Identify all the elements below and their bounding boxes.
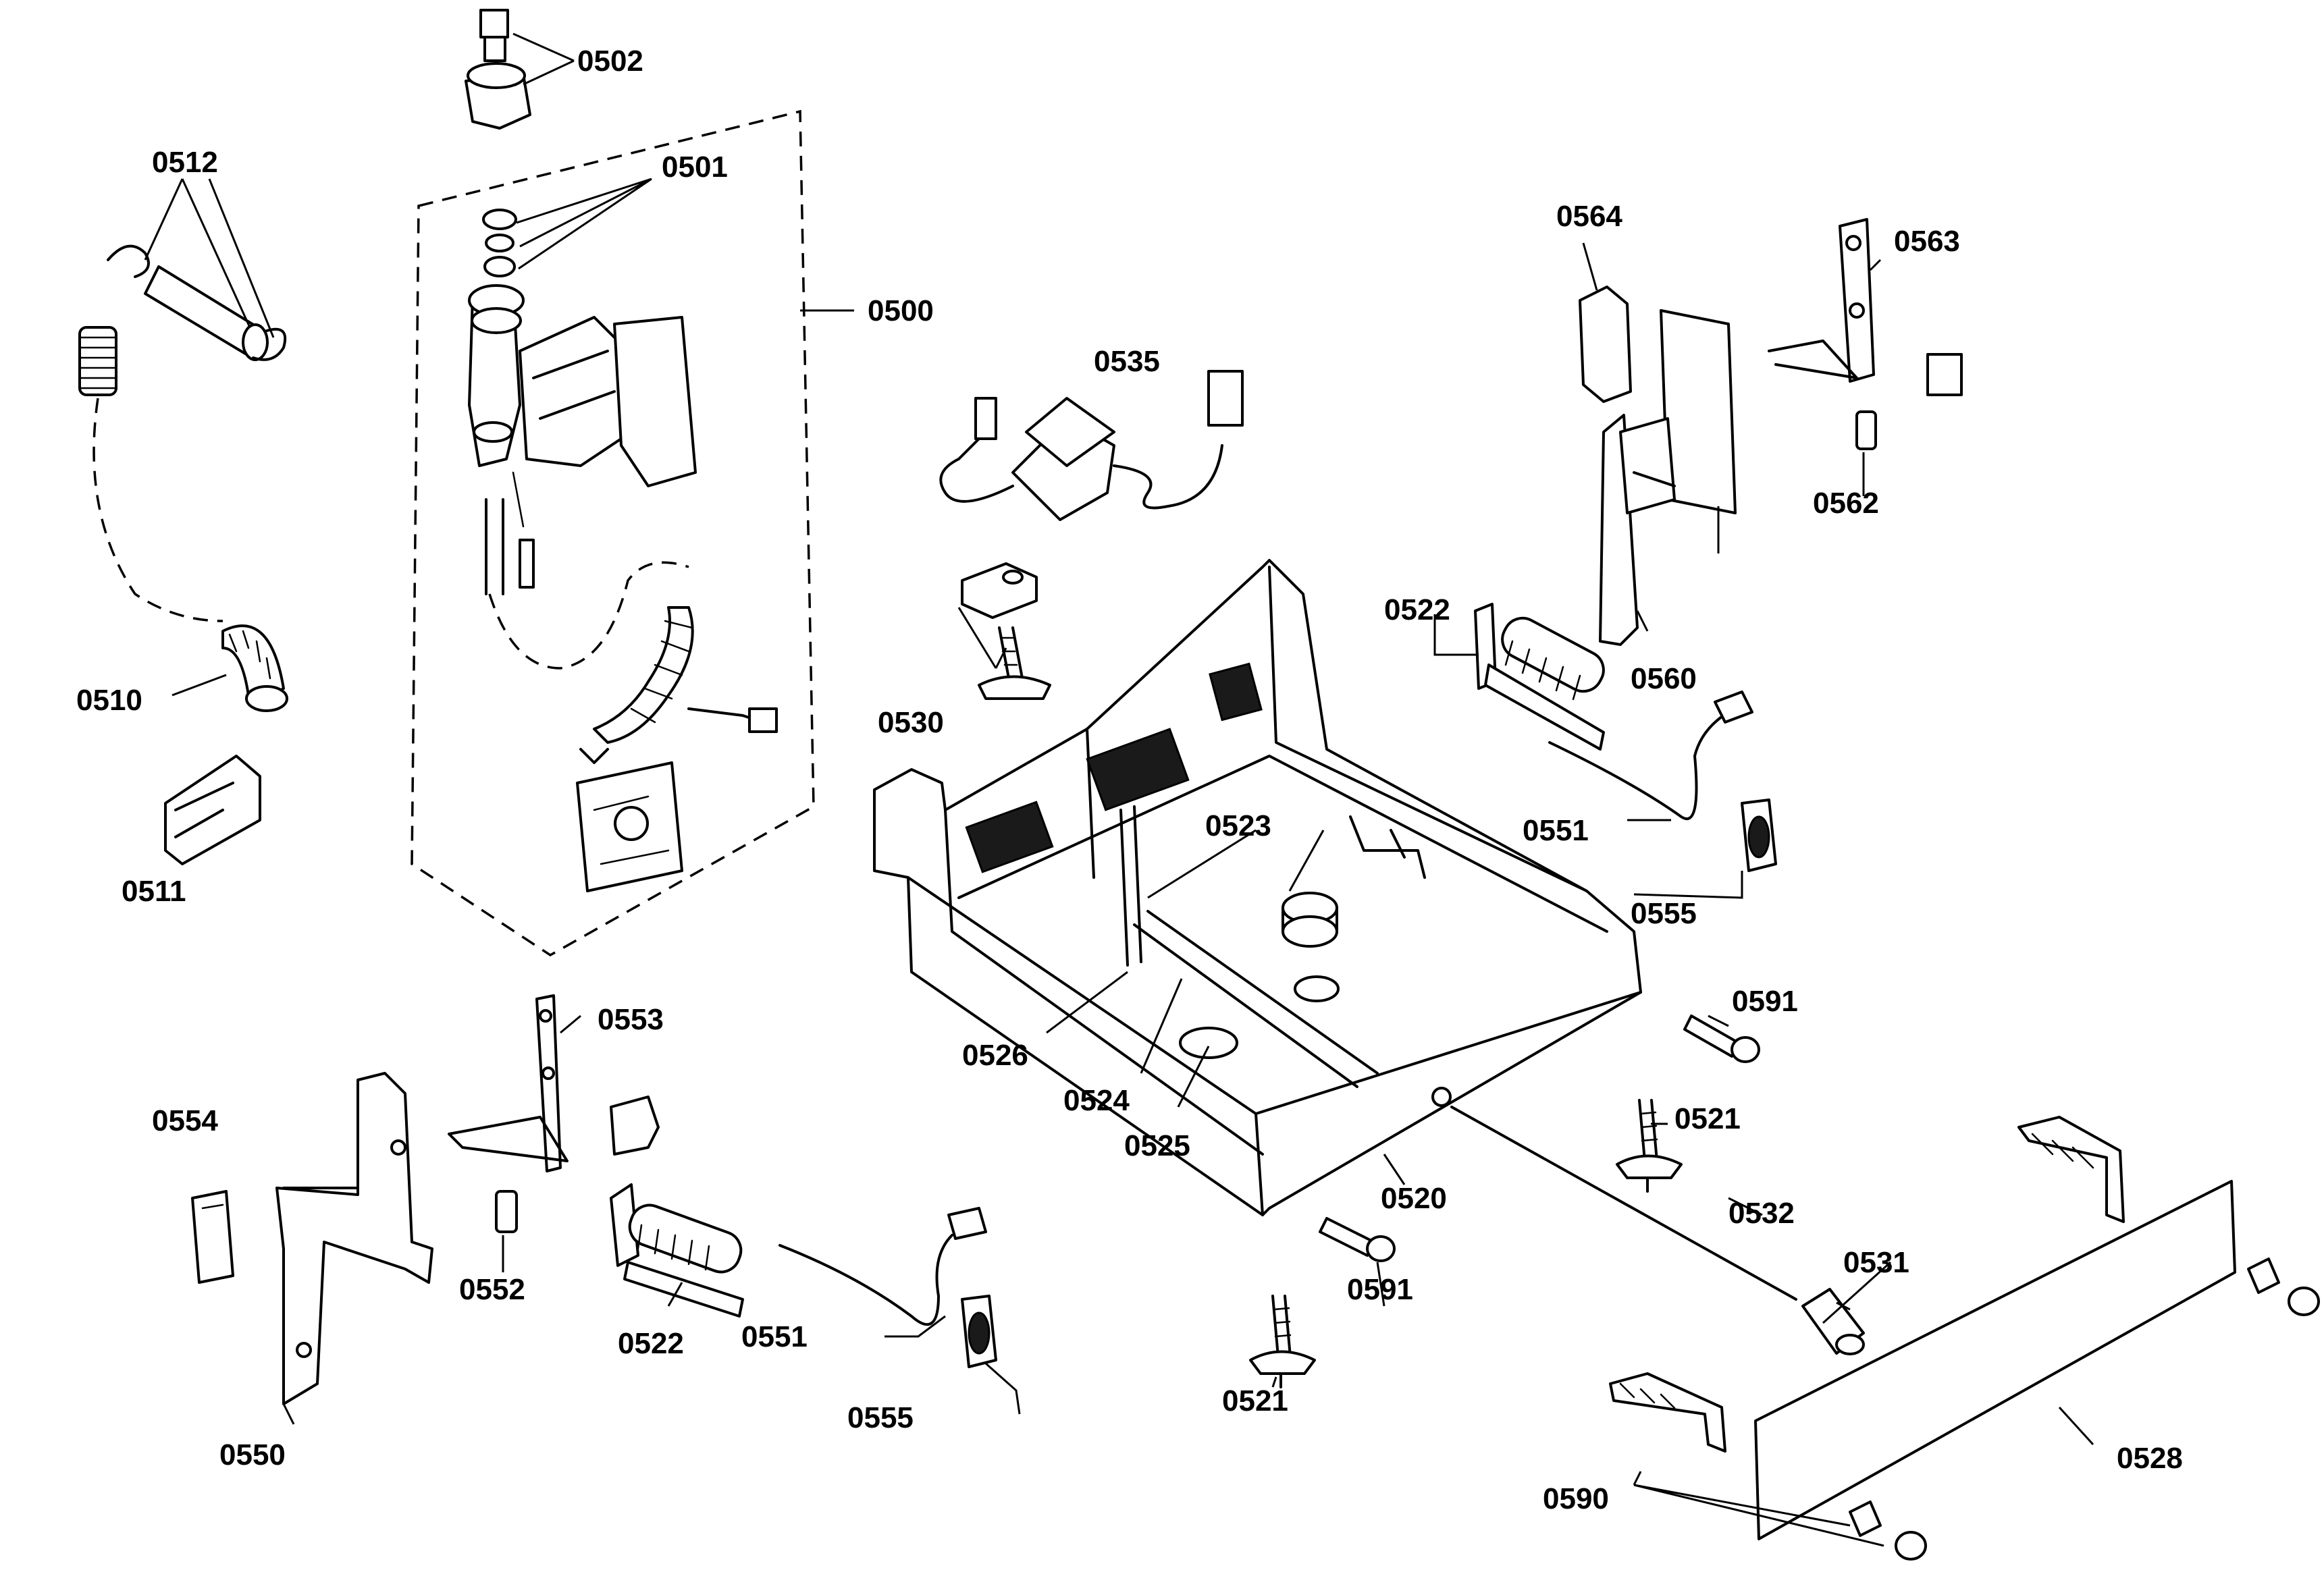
callout-0532: 0532	[1728, 1197, 1795, 1230]
callout-0554: 0554	[152, 1104, 218, 1137]
callout-0502: 0502	[577, 45, 643, 78]
hose-0510	[221, 624, 288, 712]
inlet-valve-assembly-group	[411, 109, 815, 957]
callout-0520: 0520	[1381, 1182, 1447, 1215]
callout-0526: 0526	[962, 1039, 1028, 1072]
callout-0530: 0530	[878, 706, 944, 739]
bracket-0564	[1579, 286, 1632, 403]
knob-0531	[1801, 1288, 1865, 1355]
cover-0511	[164, 755, 261, 865]
callout-0512: 0512	[152, 146, 218, 179]
callout-0522-left: 0522	[618, 1327, 684, 1360]
callout-0555-left: 0555	[847, 1401, 914, 1434]
bracket-0563	[1768, 218, 1963, 396]
spring-holder-0522-left	[610, 1183, 744, 1318]
bracket-0590	[1609, 1257, 2320, 1561]
cable-0551-right	[1548, 691, 1753, 821]
callout-0523: 0523	[1205, 809, 1271, 842]
part-0554	[191, 1190, 234, 1284]
callout-0501: 0501	[662, 151, 728, 184]
callout-0525: 0525	[1124, 1129, 1190, 1162]
callout-0551-left: 0551	[741, 1320, 808, 1353]
spring-coil	[78, 326, 223, 622]
screw-0591-left	[1319, 1217, 1396, 1262]
callout-0553: 0553	[598, 1003, 664, 1036]
bracket-0553	[448, 994, 660, 1172]
callout-0552: 0552	[459, 1273, 525, 1306]
cable-harness-0535	[939, 370, 1244, 521]
callout-0563: 0563	[1894, 225, 1960, 258]
kick-panel-0528	[1754, 1116, 2236, 1540]
cable-0551-left	[778, 1207, 987, 1326]
callout-0521-left: 0521	[1222, 1384, 1288, 1417]
leader-lines	[144, 32, 2094, 1547]
callout-0555-right: 0555	[1631, 897, 1697, 930]
callout-0521-right: 0521	[1674, 1102, 1741, 1135]
clip-0562	[1855, 410, 1877, 450]
switch-0555-right	[1741, 798, 1777, 872]
fitting-0502	[465, 9, 531, 130]
callout-0564: 0564	[1556, 200, 1622, 233]
callout-0500: 0500	[868, 294, 934, 327]
foot-0521-left	[1249, 1295, 1316, 1388]
hose-0512	[107, 244, 287, 361]
callout-0591-right: 0591	[1732, 985, 1798, 1018]
callout-0511: 0511	[122, 875, 186, 908]
foot-0530	[961, 562, 1051, 700]
foot-0521-right	[1616, 1099, 1683, 1193]
callout-0510: 0510	[76, 684, 142, 717]
callout-0550: 0550	[219, 1438, 286, 1471]
bracket-0550	[275, 1072, 433, 1405]
spring-holder-0522-right	[1474, 603, 1605, 751]
callout-0560: 0560	[1631, 662, 1697, 695]
callout-labels: 0502 0501 0500 0512 0510 0511 0535 0530 …	[76, 45, 2183, 1515]
callout-0535: 0535	[1094, 345, 1160, 378]
screw-0591-right	[1683, 1014, 1760, 1063]
callout-0524: 0524	[1063, 1084, 1130, 1117]
callout-0590: 0590	[1543, 1482, 1609, 1515]
switch-0555-left	[961, 1295, 997, 1368]
callout-0531: 0531	[1843, 1246, 1909, 1279]
callout-0551-right: 0551	[1523, 814, 1589, 847]
callout-0591-left: 0591	[1347, 1273, 1413, 1306]
callout-0522-right: 0522	[1384, 593, 1450, 626]
washer-set-0501	[482, 209, 517, 277]
base-tub-0520	[873, 559, 1642, 1216]
clip-0552	[495, 1190, 518, 1233]
rod-0532	[1450, 1106, 1797, 1301]
callout-0528: 0528	[2117, 1442, 2183, 1475]
bracket-0560	[1599, 309, 1737, 646]
callout-0562: 0562	[1813, 487, 1879, 520]
